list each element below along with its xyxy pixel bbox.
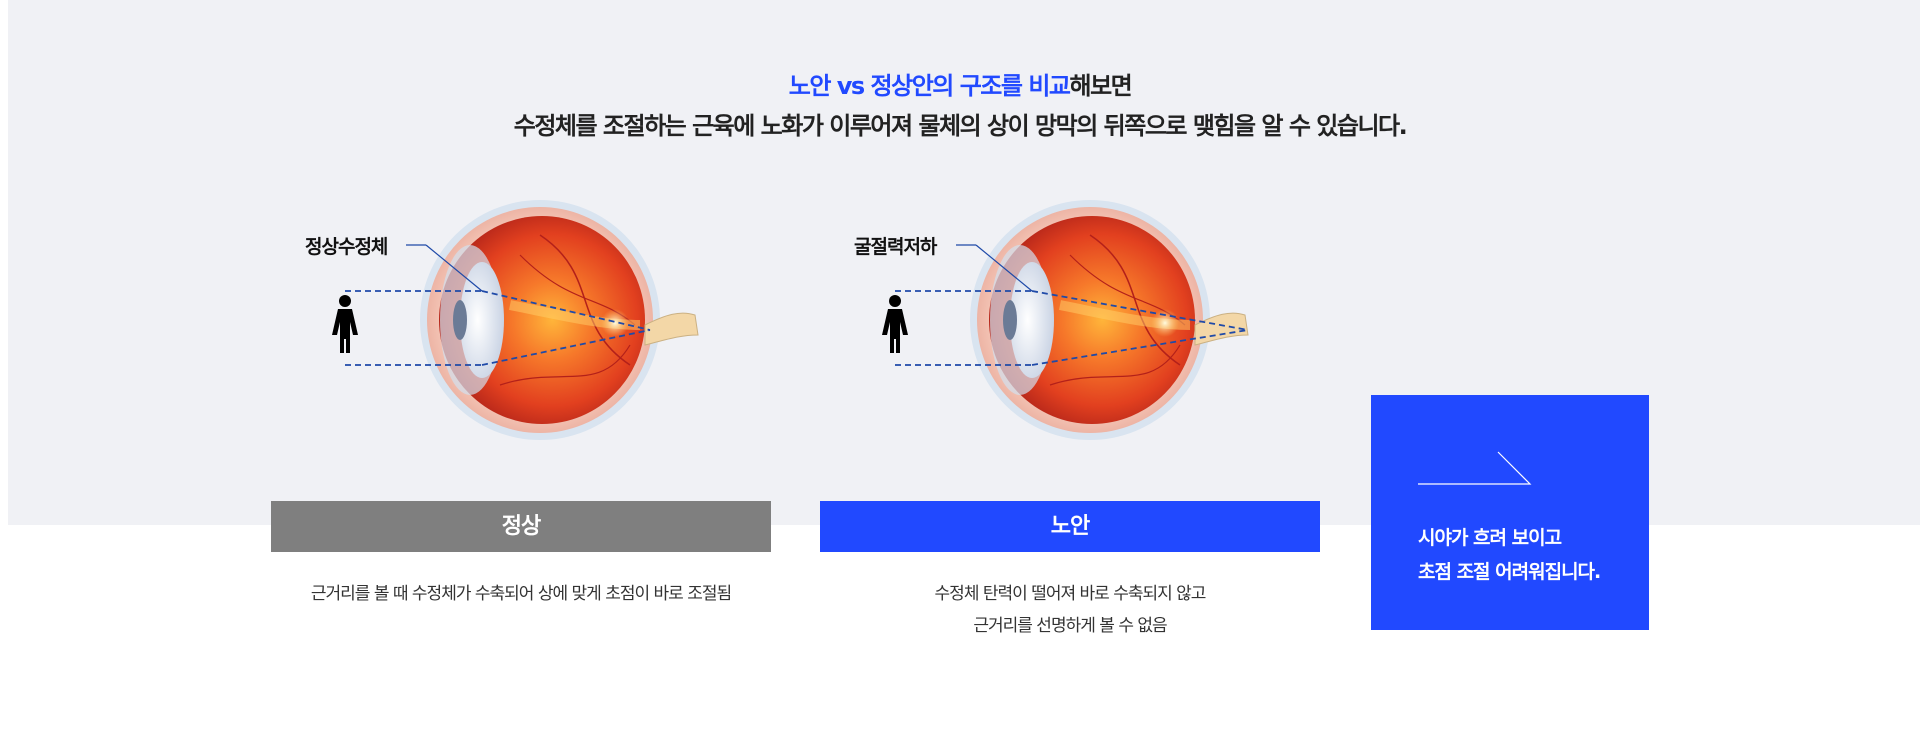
presbyopia-eye-diagram — [882, 200, 1249, 440]
presbyopia-lens-annotation: 굴절력저하 — [854, 236, 937, 258]
presbyopia-description-line: 수정체 탄력이 떨어져 바로 수축되지 않고 — [934, 584, 1207, 604]
person-icon — [882, 295, 908, 353]
arrow-right-icon — [1418, 451, 1532, 485]
annotation-leader-diagonal — [425, 244, 483, 292]
normal-label-bar: 정상 — [271, 501, 771, 552]
eyeball-illustration — [420, 200, 699, 440]
heading-highlight: 노안 vs 정상안의 구조를 비교 — [788, 72, 1071, 100]
symptom-callout: 시야가 흐려 보이고 초점 조절 어려워집니다. — [1371, 395, 1649, 630]
annotation-leader-diagonal — [975, 244, 1033, 292]
heading-line-2: 수정체를 조절하는 근육에 노화가 이루어져 물체의 상이 망막의 뒤쪽으로 맺… — [513, 112, 1408, 140]
presbyopia-description-line: 근거리를 선명하게 볼 수 없음 — [973, 616, 1167, 636]
callout-text: 시야가 흐려 보이고 초점 조절 어려워집니다. — [1418, 521, 1601, 589]
normal-lens-annotation: 정상수정체 — [305, 236, 388, 258]
eyeball-illustration — [970, 200, 1249, 440]
normal-focus-rays — [345, 290, 651, 366]
presbyopia-label-bar: 노안 — [820, 501, 1320, 552]
heading-line-1: 노안 vs 정상안의 구조를 비교해보면 — [0, 66, 1920, 106]
presbyopia-focus-rays — [895, 290, 1249, 366]
heading-rest: 해보면 — [1069, 72, 1132, 100]
presbyopia-description: 수정체 탄력이 떨어져 바로 수축되지 않고 근거리를 선명하게 볼 수 없음 — [810, 578, 1330, 642]
normal-eye-diagram — [332, 200, 699, 440]
normal-description-line: 근거리를 볼 때 수정체가 수축되어 상에 맞게 초점이 바로 조절됨 — [310, 584, 732, 604]
callout-line-2: 초점 조절 어려워집니다. — [1418, 561, 1601, 583]
page-heading: 노안 vs 정상안의 구조를 비교해보면 수정체를 조절하는 근육에 노화가 이… — [0, 66, 1920, 146]
person-icon — [332, 295, 358, 353]
callout-line-1: 시야가 흐려 보이고 — [1418, 527, 1562, 549]
normal-description: 근거리를 볼 때 수정체가 수축되어 상에 맞게 초점이 바로 조절됨 — [261, 578, 781, 610]
